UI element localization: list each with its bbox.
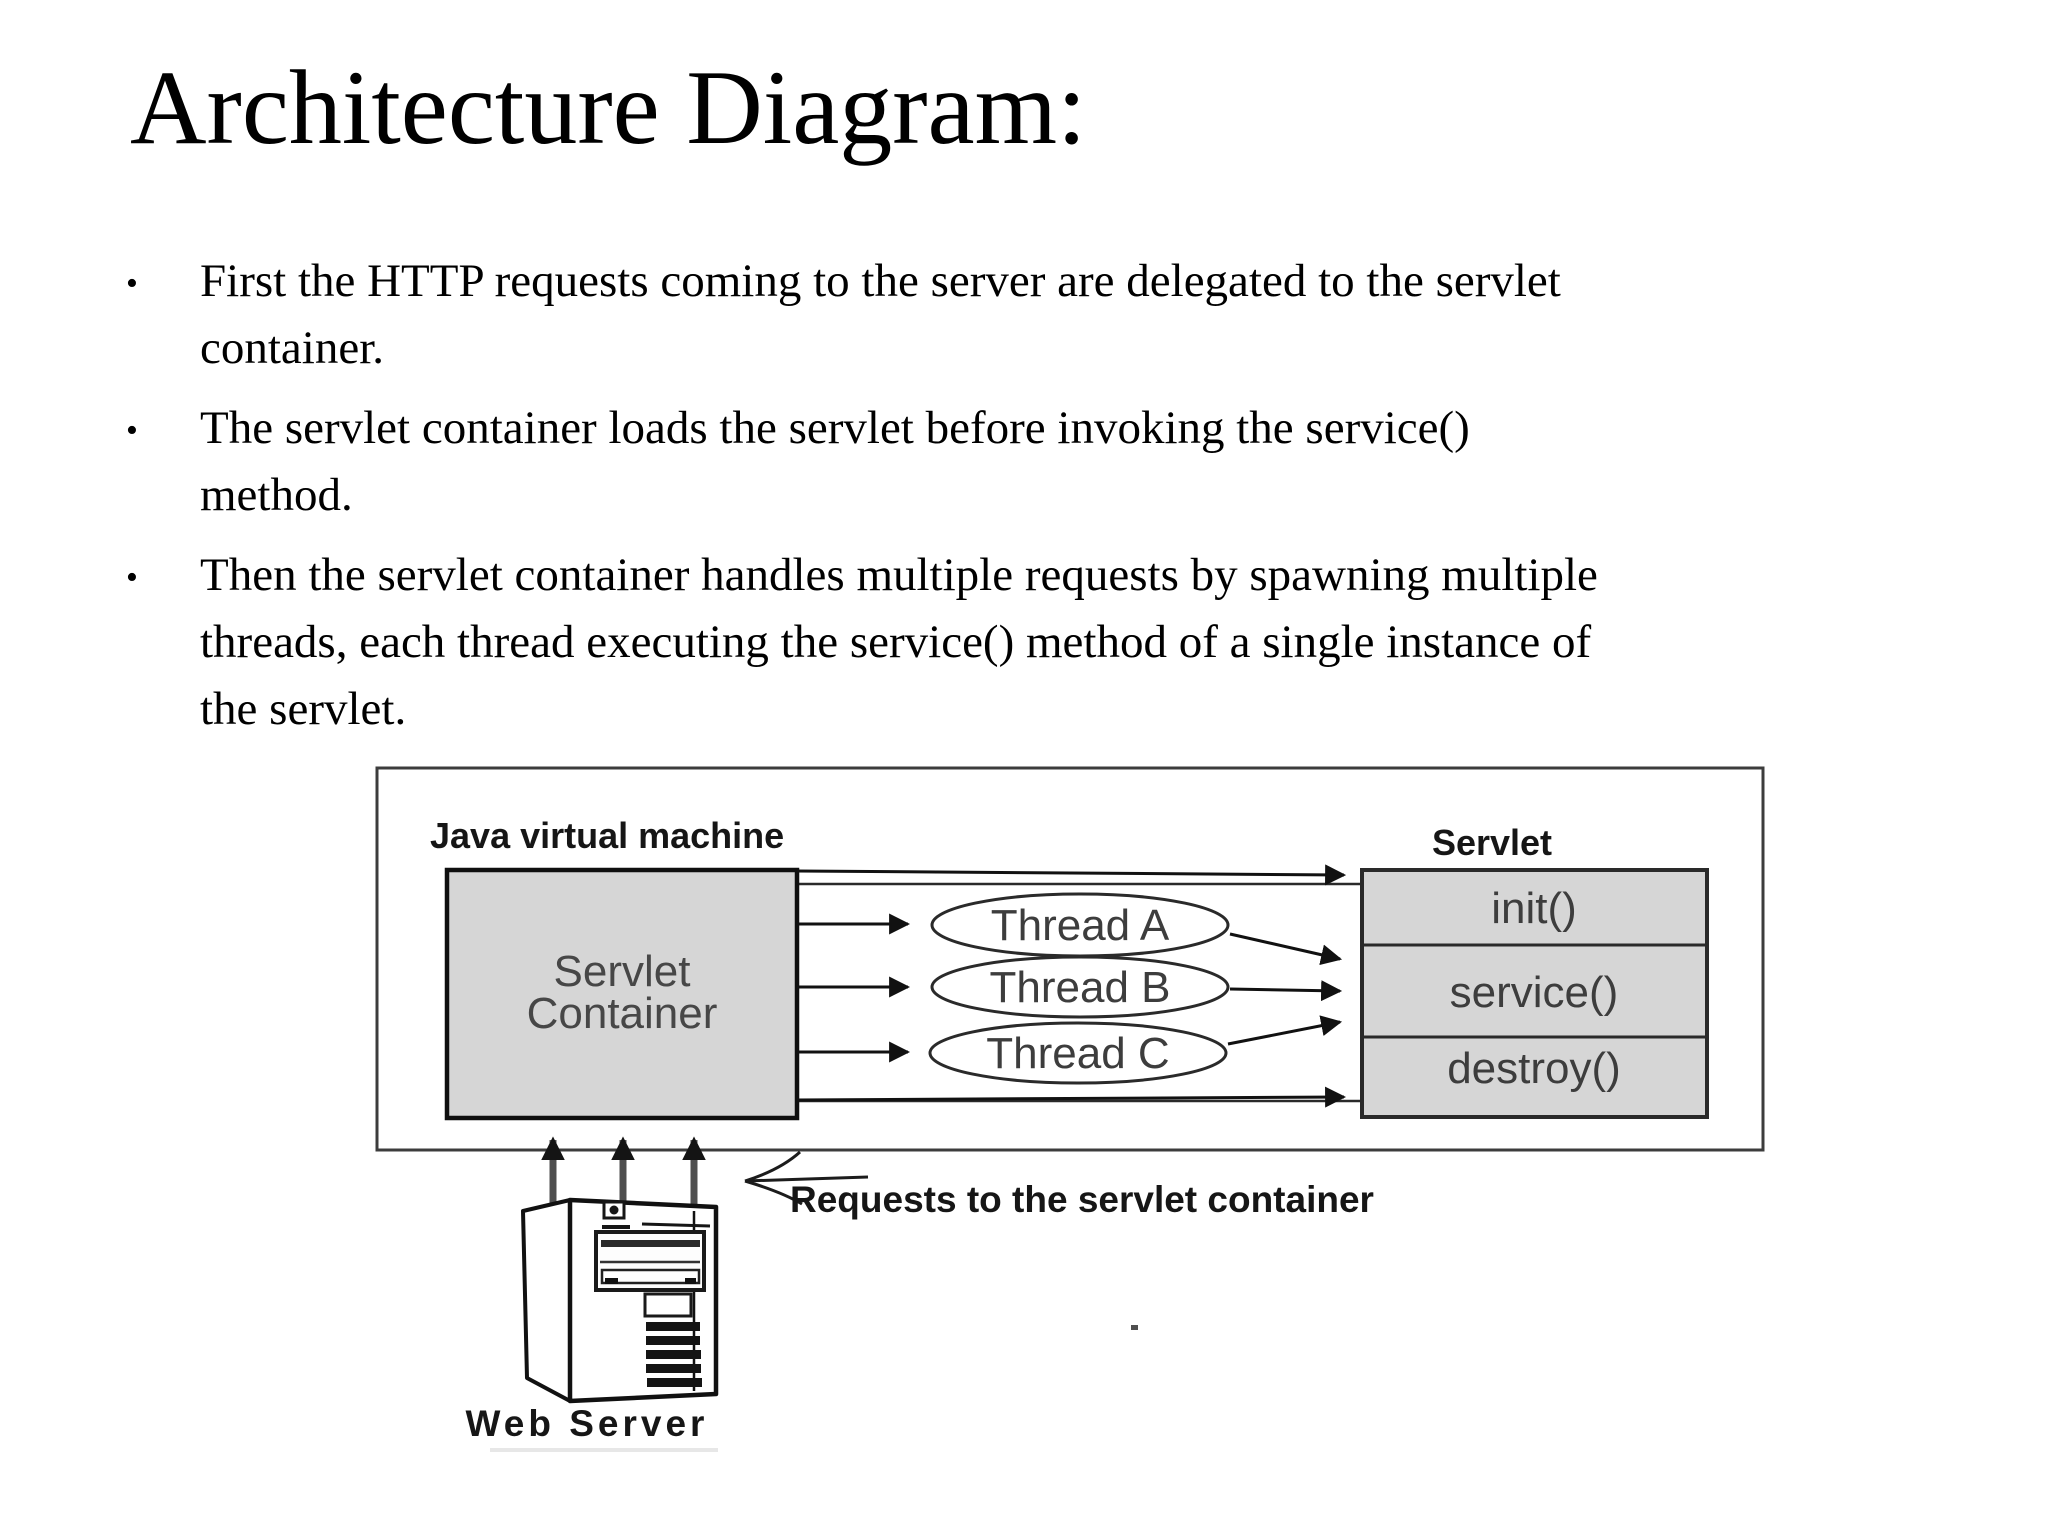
- bullet-marker: •: [126, 265, 138, 302]
- bezel-line: [641, 1222, 711, 1228]
- drive-slot: [601, 1240, 700, 1247]
- bullet-item: • First the HTTP requests coming to the …: [126, 248, 1956, 382]
- requests-label: Requests to the servlet container: [790, 1179, 1374, 1220]
- jvm-label: Java virtual machine: [430, 815, 784, 856]
- vent-grid: [646, 1322, 702, 1387]
- power-knob: [609, 1205, 619, 1215]
- thread-b-label: Thread B: [990, 963, 1171, 1012]
- requests-pointer-arrow: [744, 1150, 869, 1206]
- arrow-thread-a-to-service: [1229, 932, 1343, 966]
- bullet-marker: •: [126, 559, 138, 596]
- lower-tray: [643, 1292, 693, 1318]
- bullet-text: First the HTTP requests coming to the se…: [200, 255, 1561, 374]
- page-title: Architecture Diagram:: [130, 49, 1087, 166]
- arrow-to-init: [796, 864, 1347, 886]
- arrow-to-destroy: [796, 1086, 1347, 1108]
- bullet-item: • Then the servlet container handles mul…: [126, 542, 1956, 743]
- servlet-container-label: Container: [527, 989, 718, 1038]
- arrow-thread-b-to-service: [1229, 980, 1343, 1002]
- servlet-methods-box: [1360, 868, 1709, 1119]
- tray-mark: [685, 1278, 696, 1284]
- web-server-icon: [521, 1197, 719, 1404]
- tray-mark: [605, 1278, 618, 1284]
- thread-b-oval: [930, 955, 1230, 1019]
- tower-left-face: [521, 1198, 572, 1403]
- bullet-text: Then the servlet container handles multi…: [200, 549, 1598, 735]
- thread-c-oval: [928, 1021, 1228, 1085]
- arrow-thread-c-to-service: [1227, 1015, 1343, 1046]
- bullet-list: • First the HTTP requests coming to the …: [126, 248, 1956, 756]
- servlet-label: Servlet: [1432, 822, 1552, 863]
- web-server-label: Web Server: [466, 1403, 709, 1444]
- service-method-label: service(): [1450, 968, 1619, 1017]
- thread-c-label: Thread C: [986, 1029, 1169, 1078]
- scan-artifact-dot: [1131, 1325, 1138, 1330]
- drive-tray: [600, 1268, 701, 1285]
- scan-artifact-line: [490, 1448, 718, 1452]
- bullet-item: • The servlet container loads the servle…: [126, 395, 1956, 529]
- servlet-container-box: [444, 867, 800, 1121]
- init-method-label: init(): [1491, 884, 1577, 933]
- destroy-method-label: destroy(): [1447, 1044, 1621, 1093]
- thread-a-label: Thread A: [991, 901, 1170, 950]
- bullet-text: The servlet container loads the servlet …: [200, 402, 1470, 521]
- bullet-marker: •: [126, 412, 138, 449]
- servlet-container-label: Servlet: [554, 947, 691, 996]
